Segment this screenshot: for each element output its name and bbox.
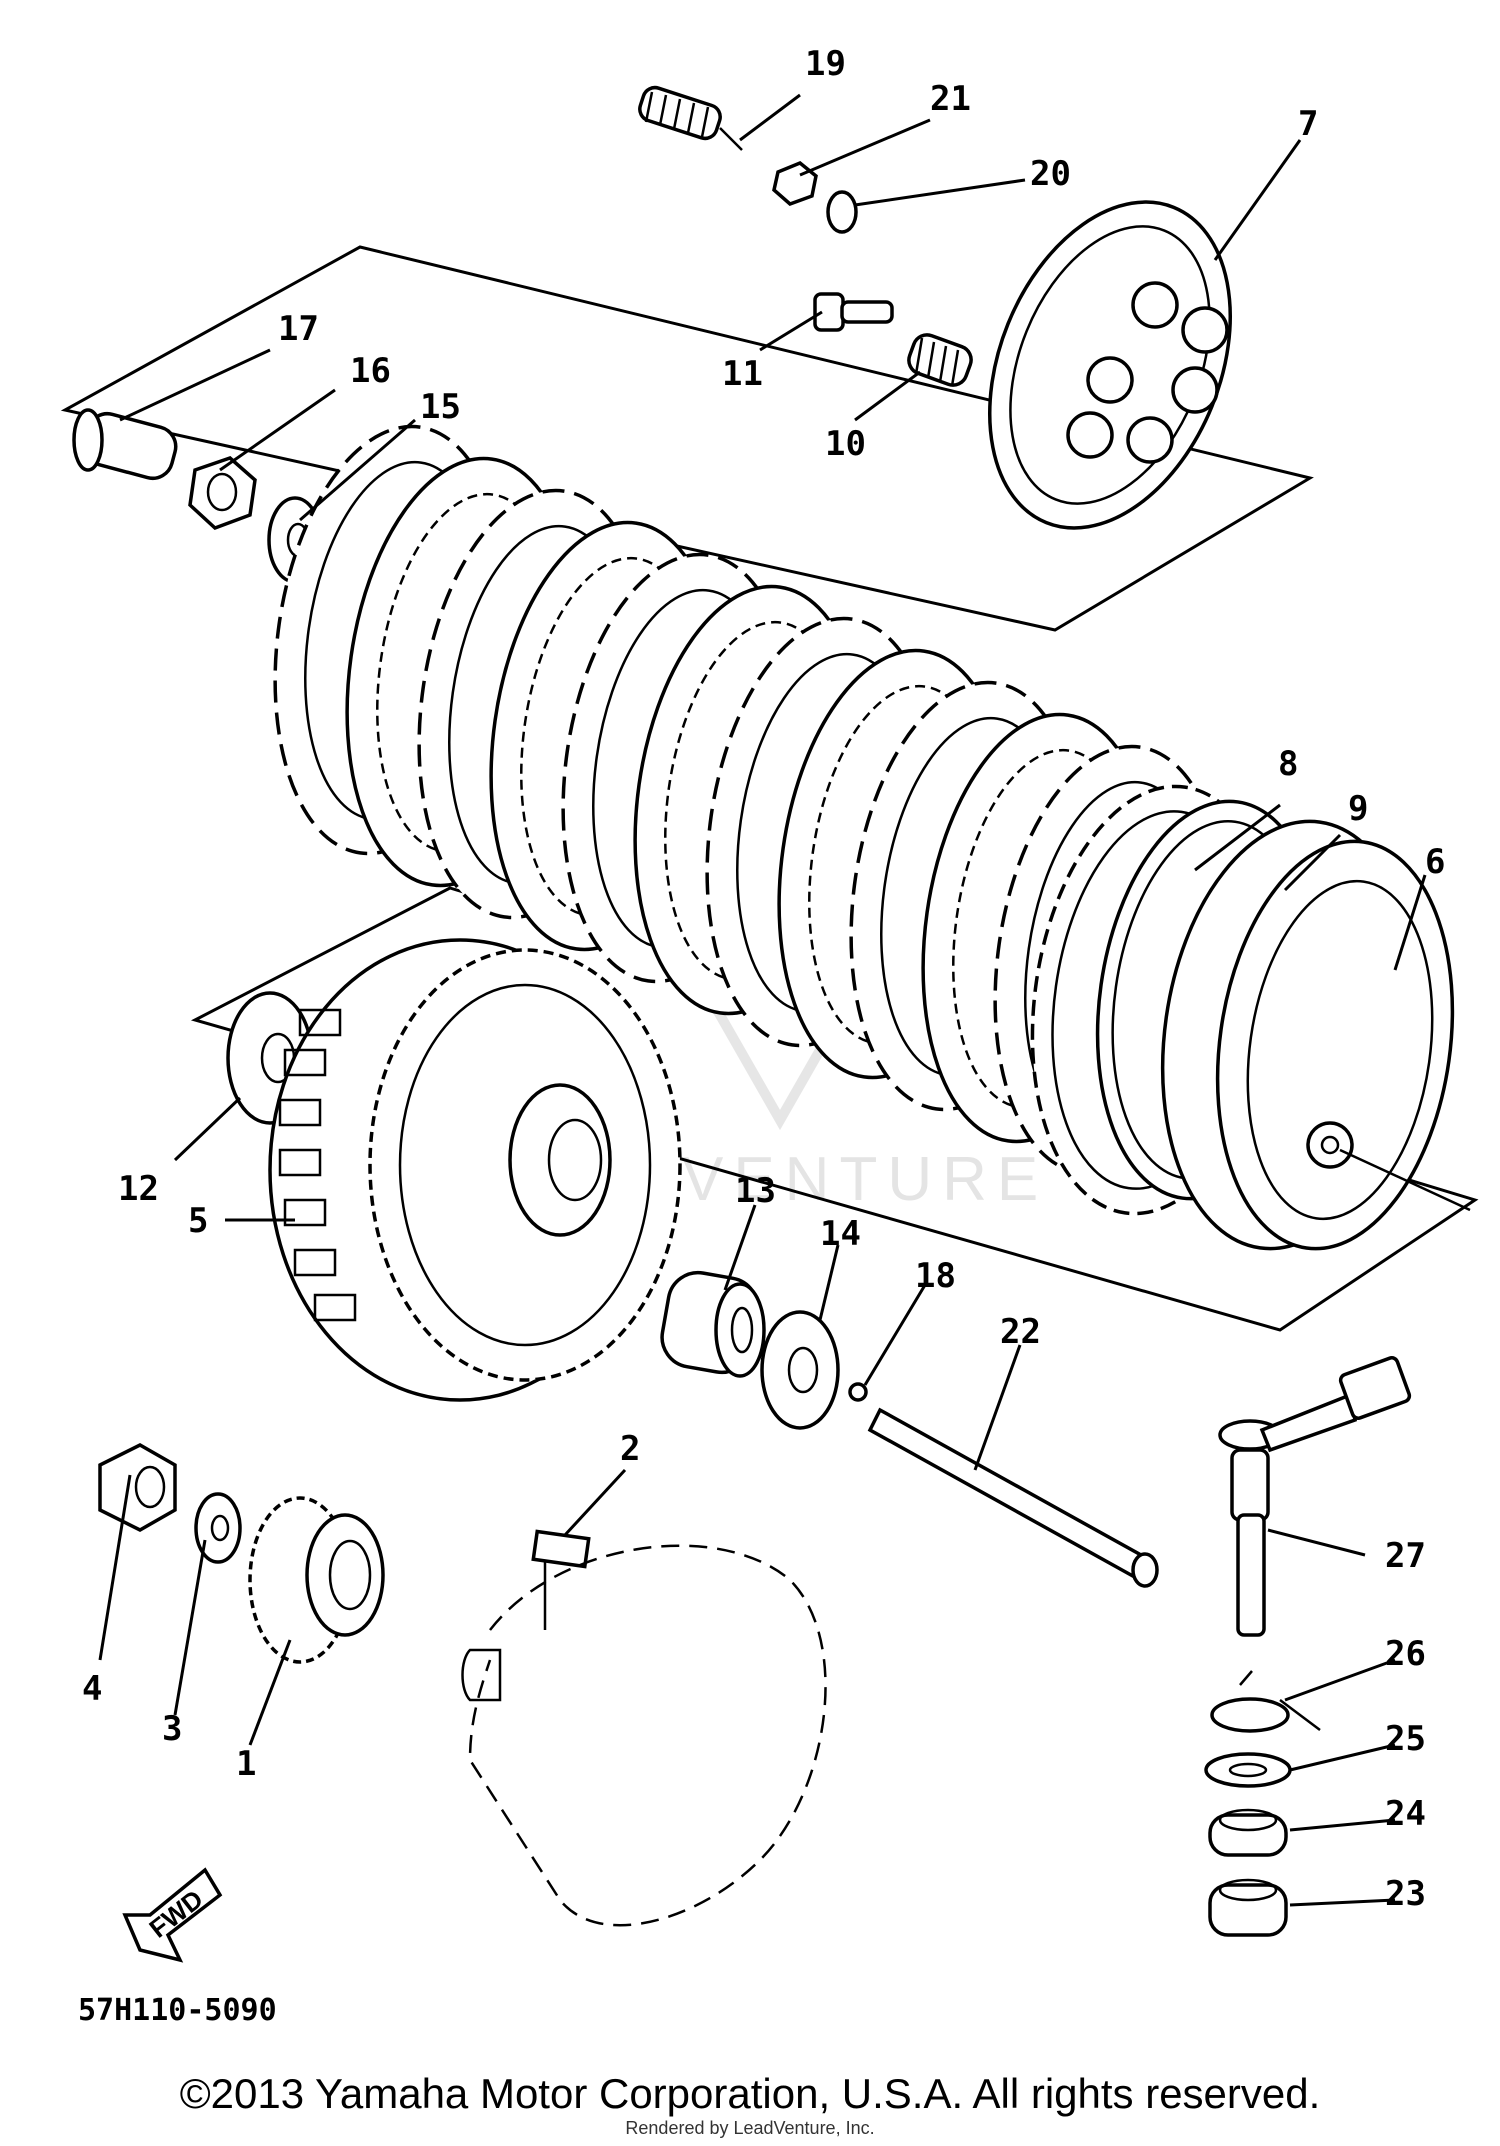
callout-27: 27 <box>1385 1536 1426 1576</box>
callout-11: 11 <box>722 354 763 394</box>
adjust-screw-19 <box>638 85 743 151</box>
callout-12: 12 <box>118 1169 159 1209</box>
primary-drive-gear-1 <box>248 1496 385 1664</box>
callout-4: 4 <box>82 1669 102 1709</box>
torsion-spring-26 <box>1210 1670 1321 1733</box>
callout-16: 16 <box>350 351 391 391</box>
callout-15: 15 <box>420 387 461 427</box>
callout-6: 6 <box>1425 842 1445 882</box>
callout-8: 8 <box>1278 744 1298 784</box>
crankshaft-cover-outline <box>461 1544 827 1927</box>
bolt-11 <box>813 292 894 332</box>
key-2 <box>531 1529 591 1569</box>
oil-seal-25 <box>1204 1752 1292 1788</box>
bearing-24 <box>1208 1808 1288 1857</box>
diagram-code: 57H110-5090 <box>78 1993 277 2028</box>
ball-18 <box>848 1382 868 1402</box>
callout-5: 5 <box>188 1201 208 1241</box>
callout-20: 20 <box>1030 154 1071 194</box>
callout-18: 18 <box>915 1256 956 1296</box>
callout-21: 21 <box>930 79 971 119</box>
copyright-notice: ©2013 Yamaha Motor Corporation, U.S.A. A… <box>179 2070 1321 2117</box>
callout-leader-lines <box>98 93 1427 1907</box>
callout-26: 26 <box>1385 1634 1426 1674</box>
callout-2: 2 <box>620 1429 640 1469</box>
callout-7: 7 <box>1298 104 1318 144</box>
callout-22: 22 <box>1000 1312 1041 1352</box>
push-rod-17 <box>72 408 178 481</box>
callout-25: 25 <box>1385 1719 1426 1759</box>
rendered-by-note: Rendered by LeadVenture, Inc. <box>625 2118 875 2138</box>
bush-23 <box>1208 1878 1288 1937</box>
washer-14 <box>760 1310 840 1430</box>
spacer-13 <box>660 1270 766 1378</box>
callout-24: 24 <box>1385 1794 1426 1834</box>
callout-19: 19 <box>805 44 846 84</box>
push-rod-22 <box>867 1407 1159 1588</box>
callout-13: 13 <box>735 1171 776 1211</box>
fwd-arrow-icon: FWD <box>122 1867 223 1963</box>
shaft-lever-27 <box>1218 1356 1412 1637</box>
nut-4 <box>98 1443 177 1532</box>
callout-numbers: 19 21 20 7 17 16 15 11 10 8 9 6 12 5 13 … <box>82 44 1445 1914</box>
pressure-plate-7 <box>988 200 1232 530</box>
callout-1: 1 <box>236 1744 256 1784</box>
callout-17: 17 <box>278 309 319 349</box>
clutch-boss-6 <box>1160 819 1455 1251</box>
callout-23: 23 <box>1385 1874 1426 1914</box>
nut-16 <box>188 456 257 531</box>
callout-3: 3 <box>162 1709 182 1749</box>
callout-9: 9 <box>1348 789 1368 829</box>
callout-10: 10 <box>825 424 866 464</box>
clutch-spring-10 <box>907 333 973 387</box>
clutch-housing-5 <box>268 938 682 1402</box>
washer-20 <box>826 190 858 234</box>
locknut-21 <box>772 160 818 206</box>
callout-14: 14 <box>820 1214 861 1254</box>
washer-3 <box>194 1492 242 1564</box>
